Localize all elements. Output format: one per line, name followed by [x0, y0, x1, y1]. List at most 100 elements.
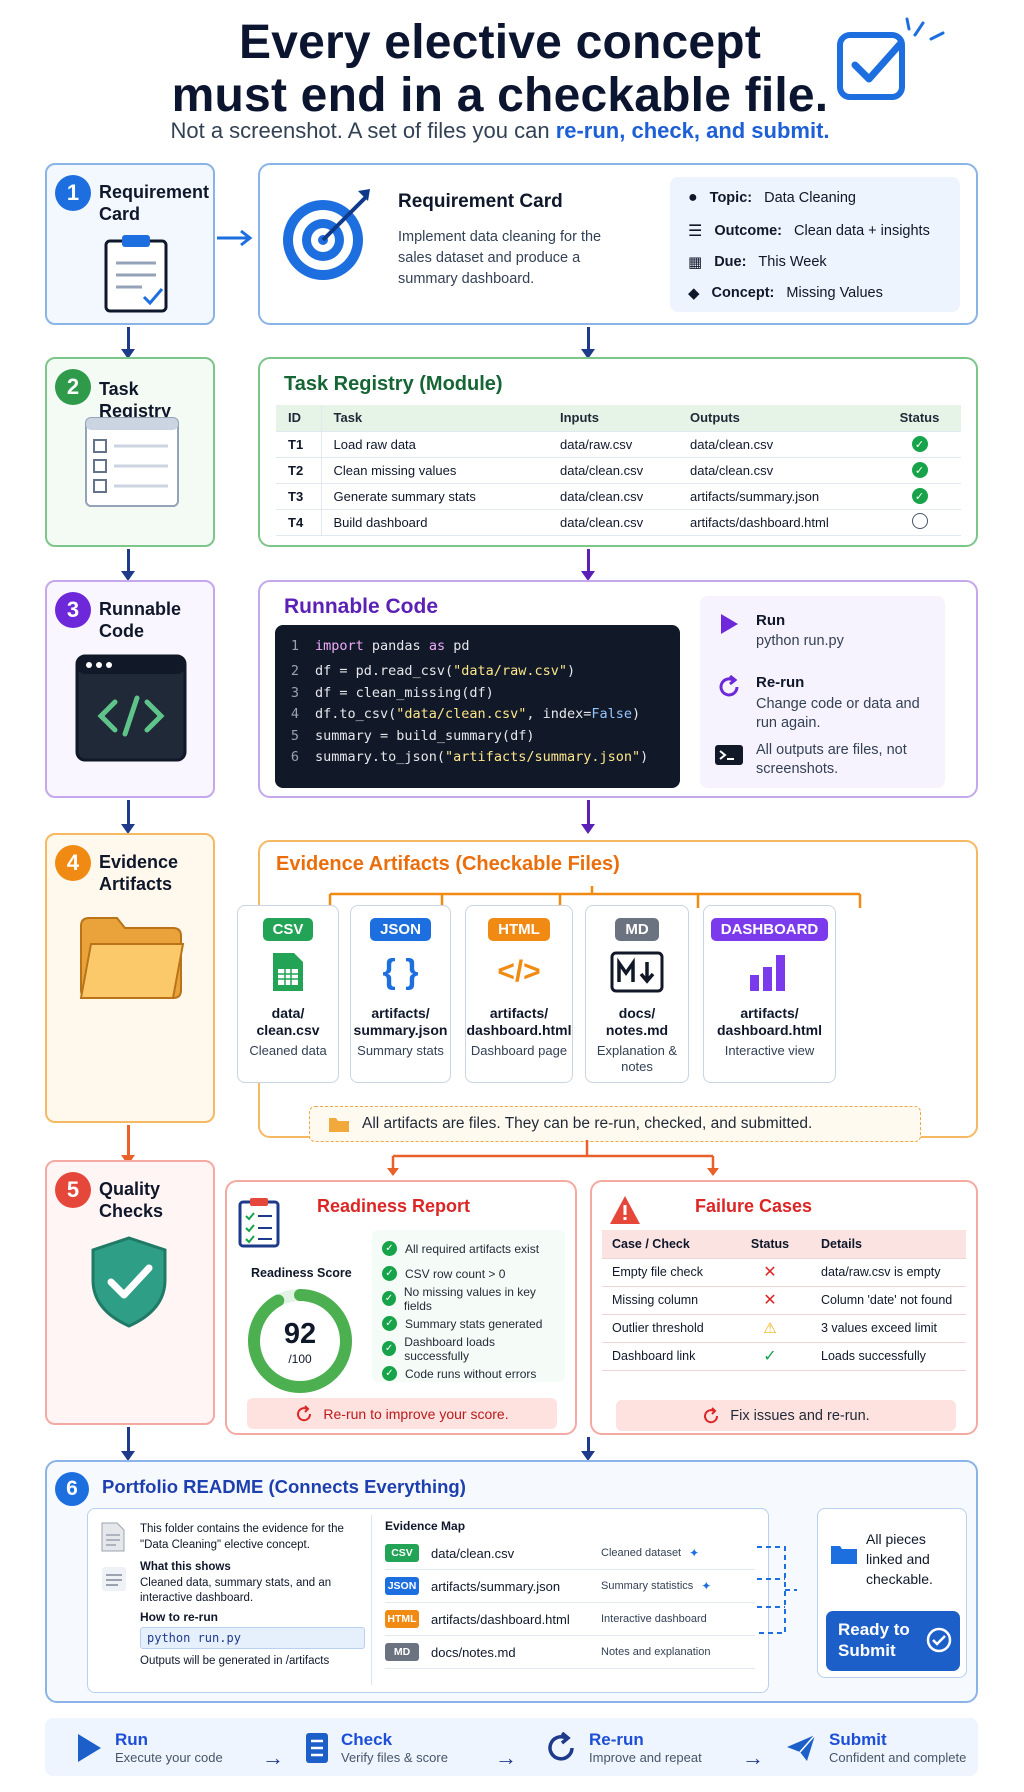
target-icon: [283, 189, 370, 280]
cell-output: data/clean.csv: [678, 457, 878, 484]
readme-panel: 6 Portfolio README (Connects Everything)…: [45, 1460, 978, 1703]
footer-bar: [45, 1718, 978, 1776]
col-id: ID: [276, 405, 322, 432]
checklist-item: ✓Dashboard loads successfully: [382, 1334, 555, 1363]
checklist-icon: [306, 1732, 328, 1763]
run-info: Run python run.py Re-run Change code or …: [700, 596, 945, 788]
linked-text: All pieces linked and checkable.: [866, 1531, 933, 1587]
map-title: Evidence Map: [385, 1519, 466, 1533]
artifact-desc: Dashboard page: [470, 1043, 568, 1058]
cell-output: artifacts/summary.json: [678, 483, 878, 510]
check-icon: ✓: [382, 1291, 396, 1306]
evidence-file: artifacts/dashboard.html: [431, 1611, 570, 1627]
spreadsheet-icon: [273, 953, 303, 991]
score-label: Readiness Score: [251, 1266, 352, 1280]
x-icon: ✕: [763, 1264, 777, 1281]
arrow-down-icon: [121, 549, 135, 581]
check-icon: ✓: [911, 462, 928, 479]
step-evidence-artifacts: 4 Evidence Artifacts: [45, 833, 215, 1123]
clipboard-icon: [104, 235, 168, 313]
table-row: Empty file check✕data/raw.csv is empty: [602, 1258, 966, 1287]
rerun-pill[interactable]: Re-run to improve your score.: [247, 1398, 557, 1429]
cell-details: 3 values exceed limit: [811, 1314, 966, 1343]
folder-icon: [831, 1546, 857, 1564]
table-row: Missing column✕Column 'date' not found: [602, 1286, 966, 1315]
cell-status: ✓: [878, 457, 961, 484]
footer-rerun-title: Re-run: [589, 1730, 644, 1749]
warning-icon: ⚠: [763, 1320, 777, 1337]
col-task: Task: [321, 405, 548, 432]
table-row: Dashboard link✓Loads successfully: [602, 1342, 966, 1371]
requirement-desc: Implement data cleaning for the sales da…: [398, 229, 602, 287]
arrow-right-icon: [217, 229, 253, 247]
submit-label: Ready to Submit: [838, 1620, 910, 1660]
empty-circle-icon: [911, 512, 928, 529]
cell-case: Outlier threshold: [602, 1314, 729, 1343]
shield-check-icon: [91, 1236, 167, 1328]
check-icon: ✓: [911, 436, 928, 453]
artifact-tag: CSV: [262, 918, 314, 941]
warning-icon: [610, 1196, 640, 1224]
plus-icon: ✦: [701, 1579, 712, 1593]
send-icon: [787, 1734, 816, 1761]
subtitle-text: Not a screenshot. A set of files you can: [170, 118, 556, 143]
footer-run-desc: Execute your code: [115, 1750, 223, 1765]
list-icon: ☰: [688, 223, 703, 240]
artifact-file: artifacts/summary.json: [353, 1005, 448, 1038]
evidence-file: data/clean.csv: [431, 1545, 515, 1561]
arrow-down-icon: [581, 549, 595, 581]
step-number: 2: [55, 369, 91, 405]
evidence-tag: MD: [385, 1643, 419, 1661]
person-icon: ●: [688, 189, 698, 206]
checklist-text: All required artifacts exist: [405, 1241, 540, 1256]
checklist-item: ✓No missing values in key fields: [382, 1285, 555, 1313]
fix-pill[interactable]: Fix issues and re-run.: [616, 1400, 956, 1431]
step-label: Task Registry: [99, 379, 172, 421]
step-number: 6: [55, 1472, 89, 1506]
x-icon: ✕: [763, 1292, 777, 1309]
check-icon: ✓: [382, 1316, 397, 1331]
failure-table: Case / Check Status Details Empty file c…: [602, 1230, 966, 1371]
notes-icon: [102, 1567, 126, 1591]
link-bracket: [757, 1546, 797, 1634]
braces-icon: { }: [382, 953, 419, 991]
artifact-tag: DASHBOARD: [710, 918, 829, 941]
cell-status: ⚠: [729, 1314, 811, 1343]
cell-details: Column 'date' not found: [811, 1286, 966, 1315]
requirement-meta: ●Topic:Data Cleaning ☰Outcome:Clean data…: [670, 177, 960, 312]
rerun-pill-text: Re-run to improve your score.: [323, 1405, 509, 1422]
ready-to-submit-button[interactable]: Ready to Submit: [826, 1611, 960, 1671]
rerun-desc: Change code or data and run again.: [756, 696, 920, 731]
arrow-down-icon: [581, 1437, 595, 1461]
checklist-text: Dashboard loads successfully: [404, 1334, 495, 1363]
page-subtitle: Not a screenshot. A set of files you can…: [0, 118, 1000, 144]
arrow-down-icon: [121, 1427, 135, 1461]
cell-output: artifacts/dashboard.html: [678, 509, 878, 536]
arrow-down-icon: [581, 800, 595, 834]
step-number: 3: [55, 592, 91, 628]
artifact-desc: Summary stats: [357, 1043, 444, 1058]
cell-input: data/clean.csv: [548, 509, 678, 536]
cell-id: T4: [276, 509, 322, 536]
meta-concept: ◆Concept:Missing Values: [688, 285, 883, 302]
run-title: Run: [756, 612, 786, 629]
step-label: Requirement Card: [99, 182, 210, 224]
check-circle-icon: [926, 1627, 952, 1653]
evidence-file: artifacts/summary.json: [431, 1578, 561, 1594]
footer-submit-desc: Confident and complete: [829, 1750, 967, 1765]
refresh-icon: [704, 1406, 719, 1423]
cell-details: Loads successfully: [811, 1342, 966, 1371]
